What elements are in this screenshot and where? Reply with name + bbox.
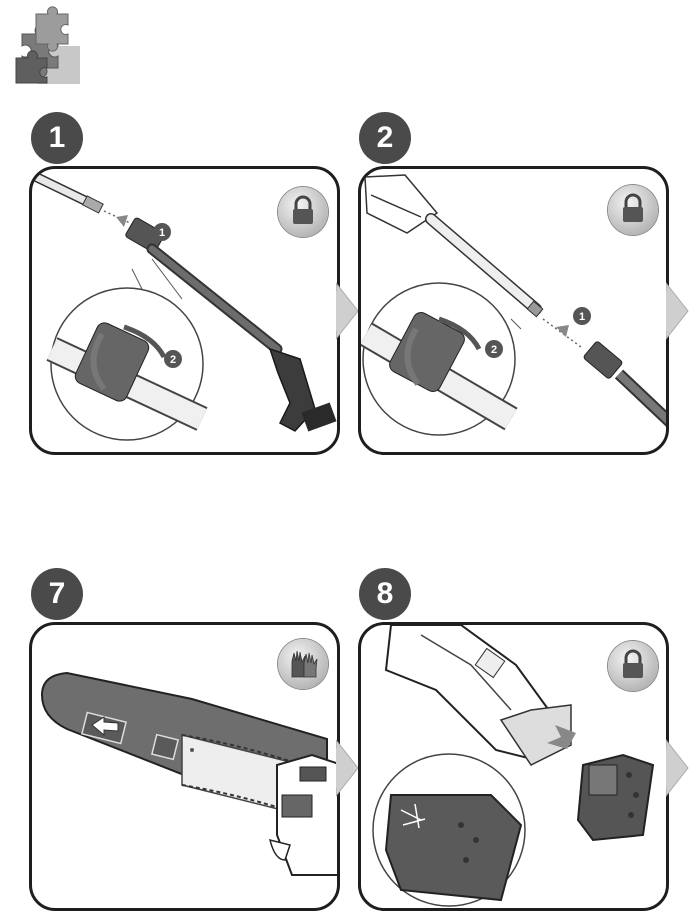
battery-insertion-illustration [372,625,655,907]
next-step-arrow [665,261,690,361]
chainsaw-bar-illustration [40,671,337,876]
pole-extension-illustration: 1 2 [32,170,337,441]
callout-2: 2 [491,344,497,356]
step-1-illustration-panel: 1 2 [29,166,340,455]
step-7-illustration-panel [29,622,340,911]
step-number-badge: 8 [359,568,411,620]
step-number-badge: 7 [31,568,83,620]
step-number-badge: 2 [359,112,411,164]
next-step-arrow [335,261,360,361]
step-2-illustration-panel: 1 2 [358,166,669,455]
lock-icon [608,641,658,691]
callout-1: 1 [579,311,585,323]
step-8-illustration-panel [358,622,669,911]
pole-connection-illustration: 1 2 [361,174,666,436]
lock-icon [278,187,328,237]
gloves-icon [278,639,328,689]
callout-2: 2 [170,354,176,366]
next-step-arrow [665,718,690,818]
next-step-arrow [335,718,360,818]
puzzle-pieces-icon [8,6,82,86]
lock-icon [608,185,658,235]
step-number-badge: 1 [31,112,83,164]
callout-1: 1 [159,227,165,239]
